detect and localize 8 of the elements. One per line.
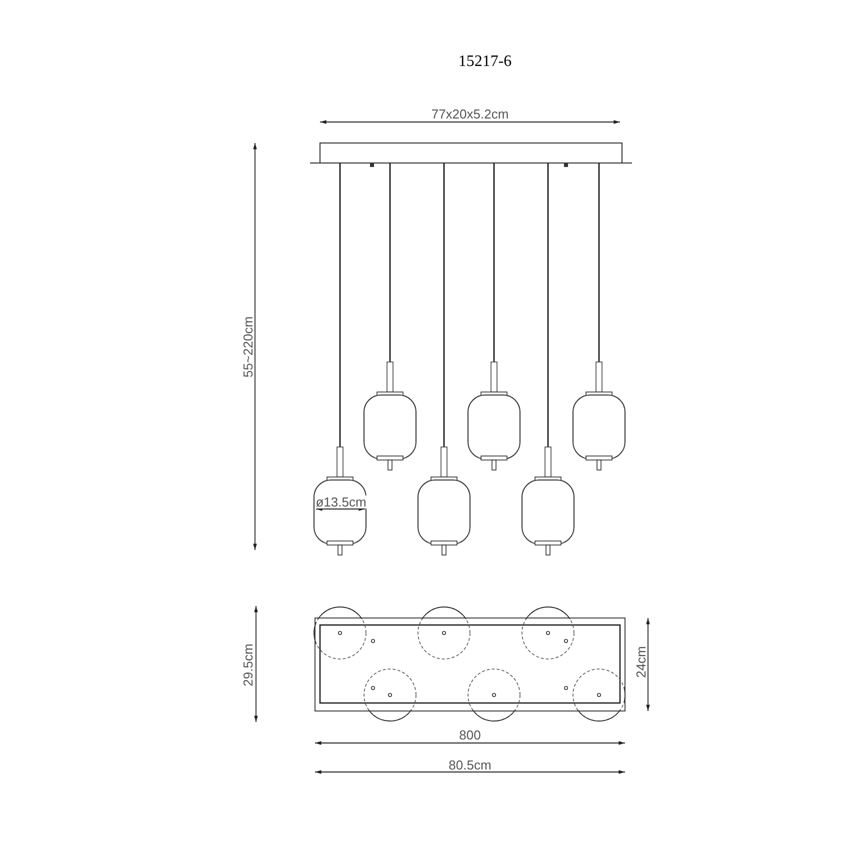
dimension-label: 80.5cm <box>448 758 492 772</box>
dimension-label: 29.5cm <box>242 642 254 688</box>
dimension-label: 77x20x5.2cm <box>430 108 510 120</box>
dimension-label: 24cm <box>634 645 648 679</box>
dimension-label: 55~220cm <box>242 315 254 379</box>
model-number-title: 15217-6 <box>458 52 512 72</box>
dimension-label: 800 <box>458 728 482 742</box>
dimension-label: ø13.5cm <box>314 496 368 508</box>
